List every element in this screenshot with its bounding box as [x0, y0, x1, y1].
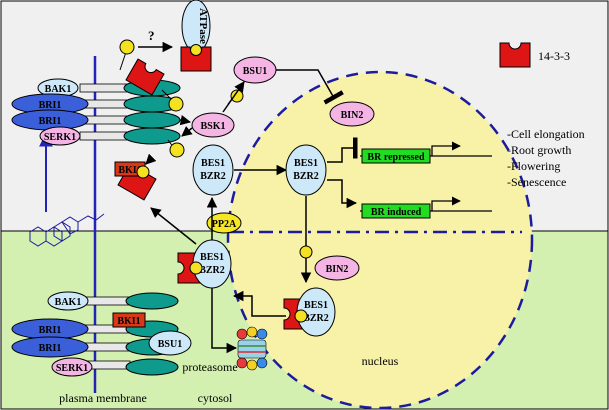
- bin2-nucleus-top: BIN2: [329, 101, 375, 127]
- bes1-bzr2-cytosol-upper: BES1 BZR2: [192, 144, 234, 196]
- br-repressed-label: BR repressed: [367, 152, 425, 163]
- bri1-lower-2-label: BRI1: [39, 343, 62, 354]
- physiological-responses: -Cell elongation -Root growth -Flowering…: [507, 127, 585, 189]
- br-repressed-gene-box: [361, 148, 431, 164]
- bak1-upper: BAK1: [37, 78, 79, 98]
- bsu1-inhibits-bin2: [276, 69, 344, 105]
- bsu1-lower: BSU1: [148, 330, 192, 356]
- nucleus-label: nucleus: [362, 354, 399, 368]
- represses-br-repressed-genes: [327, 137, 358, 163]
- atpase-phosphate: [190, 44, 202, 56]
- kinase-domain-upper-3: [123, 111, 181, 129]
- bsu1-upper: BSU1: [233, 56, 277, 84]
- bsk1: BSK1: [191, 112, 235, 138]
- bak1-bri1-linker-1: [79, 83, 131, 93]
- proteasome: [236, 326, 268, 371]
- kinase-domain-upper-4: [123, 127, 181, 145]
- bki1-lower-label: BKI1: [117, 316, 140, 327]
- bes1-nuc-label: BES1: [294, 158, 318, 169]
- plasma-membrane-label: plasma membrane: [59, 391, 147, 405]
- brassinosteroid-ligand: [29, 213, 105, 247]
- bes1-cyto-lower-label: BES1: [200, 252, 224, 263]
- serk1-upper-label: SERK1: [44, 132, 76, 143]
- bes1-nucleus-phosphate: [294, 309, 308, 323]
- legend-14-3-3-label: 14-3-3: [538, 49, 570, 63]
- bri1-upper-2-label: BRI1: [39, 116, 62, 127]
- bri1-lower-2: BRI1: [11, 336, 89, 358]
- cytosol-label: cytosol: [198, 391, 233, 405]
- bzr2-cyto-upper-label: BZR2: [200, 171, 226, 182]
- bzr2-nuc-lower-label: BZR2: [303, 313, 329, 324]
- bri1-lower-1-label: BRI1: [39, 325, 62, 336]
- phosphate-3: [169, 142, 185, 158]
- br-induced-label: BR induced: [371, 207, 422, 218]
- bak1-lower-label: BAK1: [55, 297, 82, 308]
- bes1-bzr2-nucleus-lower: BES1 BZR2: [296, 287, 336, 337]
- bki1-release-arrow: [145, 153, 157, 165]
- bes1-nuc-lower-label: BES1: [304, 300, 328, 311]
- receptor-to-bsk1-arrow: [179, 114, 192, 126]
- atpase: ATPase: [181, 0, 211, 53]
- bes1-cytosol-phosphate: [189, 261, 203, 275]
- nuclear-export-arrow: [232, 290, 286, 317]
- pp2a-label: PP2A: [212, 219, 237, 230]
- br-induced-gene-box: [361, 203, 431, 219]
- bri1-upper-2: BRI1: [11, 109, 89, 131]
- phosphate-1: [119, 39, 135, 55]
- response-1: -Cell elongation: [507, 127, 585, 141]
- serk1-lower-label: SERK1: [56, 363, 88, 374]
- kinase-domain-lower-4: [125, 358, 179, 376]
- bes1-bzr2-nuclear: BES1 BZR2: [285, 144, 327, 196]
- serk1-lower: SERK1: [51, 357, 93, 377]
- bki1-upper-label: BKI1: [118, 165, 141, 176]
- serk1-upper: SERK1: [39, 126, 81, 146]
- pp2a: PP2A: [206, 212, 242, 234]
- bzr2-cyto-lower-label: BZR2: [199, 265, 225, 276]
- bin2-phosphate: [299, 245, 313, 259]
- response-4: -Senescence: [507, 175, 566, 189]
- bes1-to-bki1-arrow: [150, 207, 197, 245]
- bki1-phosphate: [136, 165, 150, 179]
- bki1-lower-box: [112, 312, 146, 328]
- transcription-start-arrow-1: [431, 141, 461, 156]
- bin2-top-label: BIN2: [341, 110, 364, 121]
- bsu1-upper-label: BSU1: [243, 66, 267, 77]
- bzr2-nuc-label: BZR2: [293, 171, 319, 182]
- bsk1-activates-bsu1: [222, 81, 245, 113]
- phosphate-stalk-1: [119, 51, 127, 71]
- phosphate-stalk-2: [161, 89, 173, 101]
- bin2-lower-label: BIN2: [326, 264, 349, 275]
- bak1-upper-label: BAK1: [45, 84, 72, 95]
- bri1-upper-1-label: BRI1: [39, 100, 62, 111]
- response-2: -Root growth: [507, 143, 571, 157]
- bri1-lower-1: BRI1: [11, 318, 89, 340]
- response-3: -Flowering: [507, 159, 560, 173]
- proteasome-label: proteasome: [182, 360, 237, 374]
- transcription-start-arrow-2: [431, 196, 461, 211]
- kinase-domain-lower-1: [125, 292, 179, 310]
- induces-br-induced-genes: [327, 179, 358, 209]
- bes1-to-proteasome-arrow: [211, 288, 238, 354]
- phosphate-2: [168, 96, 184, 112]
- serk1-linker: [79, 131, 131, 141]
- bes1-cyto-upper-label: BES1: [201, 158, 225, 169]
- bsk1-to-receptor-arrow: [181, 125, 193, 137]
- bsu1-lower-label: BSU1: [158, 339, 182, 350]
- atpase-label: ATPase: [197, 8, 209, 44]
- bak1-lower: BAK1: [47, 291, 89, 311]
- unknown-mark: ?: [148, 28, 155, 43]
- bsk1-label: BSK1: [200, 121, 225, 132]
- bin2-nucleus-lower: BIN2: [314, 255, 360, 281]
